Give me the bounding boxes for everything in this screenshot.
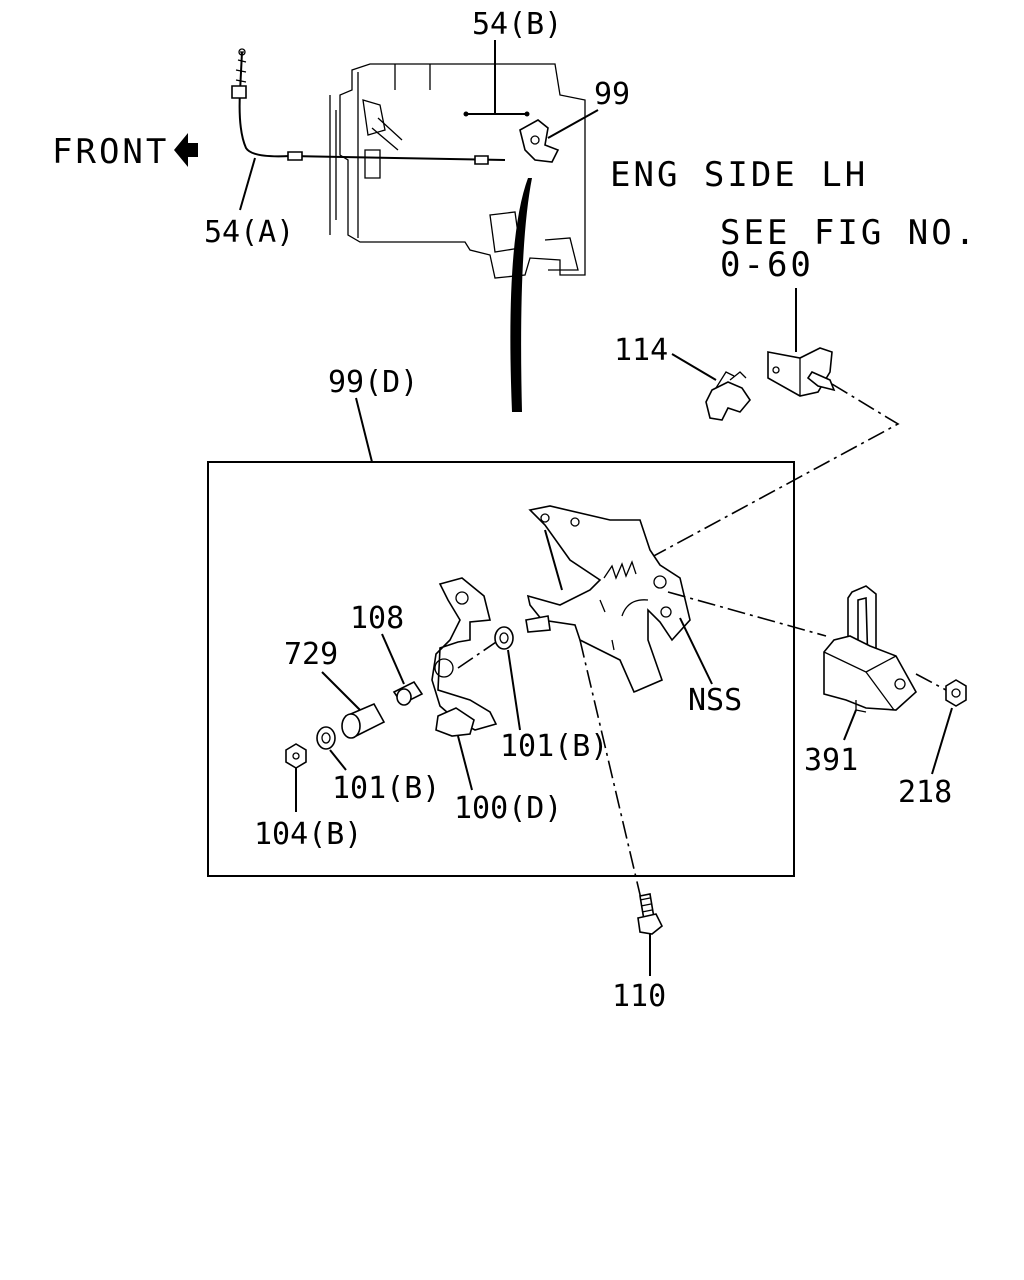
callout-101b-left: 101(B) [332,771,440,806]
detail-box [207,461,795,877]
lever-part [431,577,498,737]
nut-218 [945,679,967,707]
callout-391: 391 [804,743,858,778]
callout-nss: NSS [688,683,742,718]
main-bracket [525,505,691,694]
front-label: FRONT [52,132,169,172]
callout-108: 108 [350,601,404,636]
bracket-assembly [705,347,836,421]
see-fig-number: 0-60 [720,245,814,285]
callout-729: 729 [284,637,338,672]
bushing-729 [341,702,386,739]
front-arrow-icon [174,133,198,167]
callout-110: 110 [612,979,666,1014]
engine-overview [231,48,586,412]
callout-99: 99 [594,77,630,112]
callout-99d: 99(D) [328,365,418,400]
nut-104b [285,743,307,769]
front-arrow: FRONT [52,132,198,172]
callout-100d: 100(D) [454,791,562,826]
washer-inner [494,626,514,650]
engine-side-label: ENG SIDE LH [610,155,868,195]
callout-101b-inner: 101(B) [500,729,608,764]
see-fig-label: SEE FIG NO. [720,213,978,253]
collar-108 [392,680,424,706]
washer-left [316,726,336,750]
callout-54a: 54(A) [204,215,294,250]
callout-104b: 104(B) [254,817,362,852]
bracket-391 [823,585,918,713]
callout-114: 114 [614,333,668,368]
callout-54b: 54(B) [472,7,562,42]
callout-218: 218 [898,775,952,810]
bolt-110 [637,893,664,935]
